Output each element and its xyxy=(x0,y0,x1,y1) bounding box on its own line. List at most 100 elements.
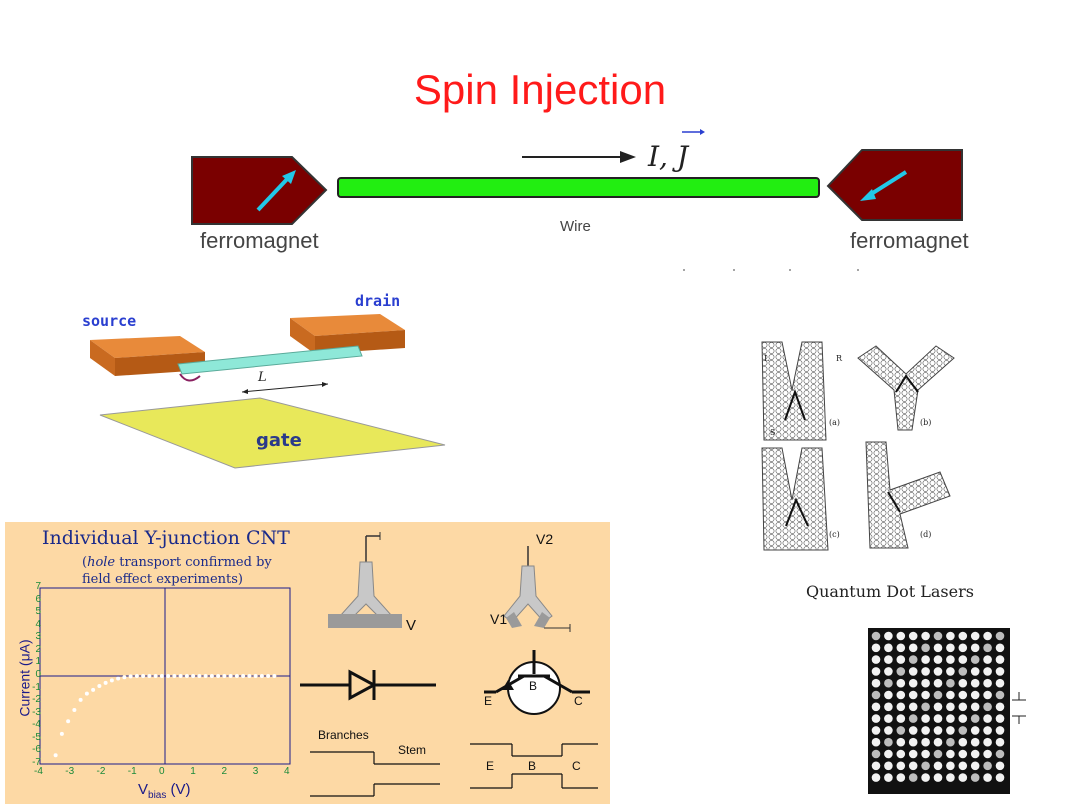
quantum-dot xyxy=(921,726,930,735)
quantum-dot xyxy=(958,643,968,653)
quantum-dot xyxy=(958,726,968,735)
quantum-dot xyxy=(921,655,930,664)
data-point xyxy=(116,676,121,681)
data-point xyxy=(59,731,64,736)
quantum-dot xyxy=(908,737,918,747)
quantum-dot xyxy=(908,643,918,653)
quantum-dot-array xyxy=(868,628,1026,794)
y-tick-label: 7 xyxy=(35,581,41,592)
band-b-label: B xyxy=(528,759,537,773)
quantum-dot xyxy=(884,714,893,723)
quantum-dot xyxy=(970,667,980,676)
quantum-dot xyxy=(921,749,930,759)
quantum-dot xyxy=(933,655,943,664)
quantum-dot xyxy=(995,773,1005,782)
quantum-dot xyxy=(946,690,955,700)
y-tick-label: 6 xyxy=(35,593,41,605)
quantum-dot xyxy=(995,643,1005,653)
quantum-dot xyxy=(896,737,906,747)
ylabel-a: (a) xyxy=(829,418,841,427)
ylabel-c: (c) xyxy=(829,530,840,539)
quantum-dot xyxy=(871,678,881,688)
quantum-dot xyxy=(995,714,1005,723)
quantum-dot xyxy=(933,737,943,747)
quantum-dot xyxy=(921,702,930,712)
quantum-dot xyxy=(921,631,930,641)
x-tick-label: 3 xyxy=(252,766,259,777)
quantum-dot xyxy=(896,714,906,723)
source-electrode xyxy=(90,336,205,358)
quantum-dot xyxy=(970,737,980,747)
quantum-dot xyxy=(958,667,968,676)
diode-symbol xyxy=(348,669,378,701)
quantum-dot xyxy=(921,643,930,653)
transistor-emitter-label: E xyxy=(484,694,493,708)
data-point xyxy=(178,674,183,678)
quantum-dot xyxy=(946,737,955,747)
current-arrow-head xyxy=(620,151,636,163)
quantum-dot xyxy=(908,714,918,723)
quantum-dot xyxy=(970,714,980,723)
y-tick-label: 5 xyxy=(35,606,41,618)
quantum-dot xyxy=(884,737,893,747)
quantum-dot xyxy=(946,667,955,676)
quantum-dot xyxy=(871,761,881,771)
quantum-dot xyxy=(983,631,992,641)
data-point xyxy=(103,680,108,685)
quantum-dot xyxy=(995,655,1005,664)
quantum-dot xyxy=(970,655,980,664)
y-tick-label: 4 xyxy=(35,618,41,630)
quantum-dot xyxy=(995,702,1005,712)
quantum-dot xyxy=(933,678,943,688)
y-tick-label: 2 xyxy=(35,643,41,655)
cnt-fet-diagram xyxy=(90,314,446,469)
data-point xyxy=(191,674,196,678)
quantum-dot xyxy=(884,643,893,653)
quantum-dot xyxy=(933,761,943,771)
y-junction-b xyxy=(857,345,955,431)
quantum-dot xyxy=(896,643,906,653)
quantum-dot xyxy=(983,773,992,782)
quantum-dot xyxy=(983,655,992,664)
quantum-dot xyxy=(958,702,968,712)
quantum-dot xyxy=(958,690,968,700)
data-point xyxy=(78,697,83,702)
data-point xyxy=(97,684,102,689)
quantum-dot xyxy=(871,737,881,747)
quantum-dot xyxy=(933,631,943,641)
quantum-dot xyxy=(884,702,893,712)
quantum-dot xyxy=(983,761,992,771)
quantum-dot xyxy=(995,678,1005,688)
quantum-dot xyxy=(983,643,992,653)
y-tick-label: -1 xyxy=(32,681,41,693)
quantum-dot xyxy=(884,749,893,759)
y-tick-label: -3 xyxy=(32,706,41,718)
x-tick-label: 4 xyxy=(284,766,290,777)
quantum-dot xyxy=(946,678,955,688)
data-point xyxy=(184,674,189,678)
quantum-dot xyxy=(995,631,1005,641)
data-point xyxy=(203,674,208,678)
quantum-dot xyxy=(908,761,918,771)
stem-label: Stem xyxy=(398,743,427,757)
y-junction-a xyxy=(761,341,827,441)
quantum-dot xyxy=(908,667,918,676)
quantum-dot xyxy=(946,726,955,735)
data-point xyxy=(109,678,114,683)
quantum-dot xyxy=(908,631,918,641)
quantum-dot xyxy=(896,631,906,641)
data-point xyxy=(128,674,133,679)
quantum-dot xyxy=(871,655,881,664)
panel-subtitle-line1: (hole transport confirmed by xyxy=(82,555,272,570)
left-spin-arrow-head xyxy=(282,170,296,184)
quantum-dot xyxy=(896,773,906,782)
y-junction-micrographs xyxy=(761,341,955,551)
quantum-dot xyxy=(896,678,906,688)
quantum-dot xyxy=(884,678,893,688)
data-point xyxy=(197,674,202,678)
quantum-dot xyxy=(946,655,955,664)
quantum-dot xyxy=(958,678,968,688)
x-tick-label: 1 xyxy=(190,766,196,777)
data-point xyxy=(72,707,77,712)
quantum-dot xyxy=(871,702,881,712)
